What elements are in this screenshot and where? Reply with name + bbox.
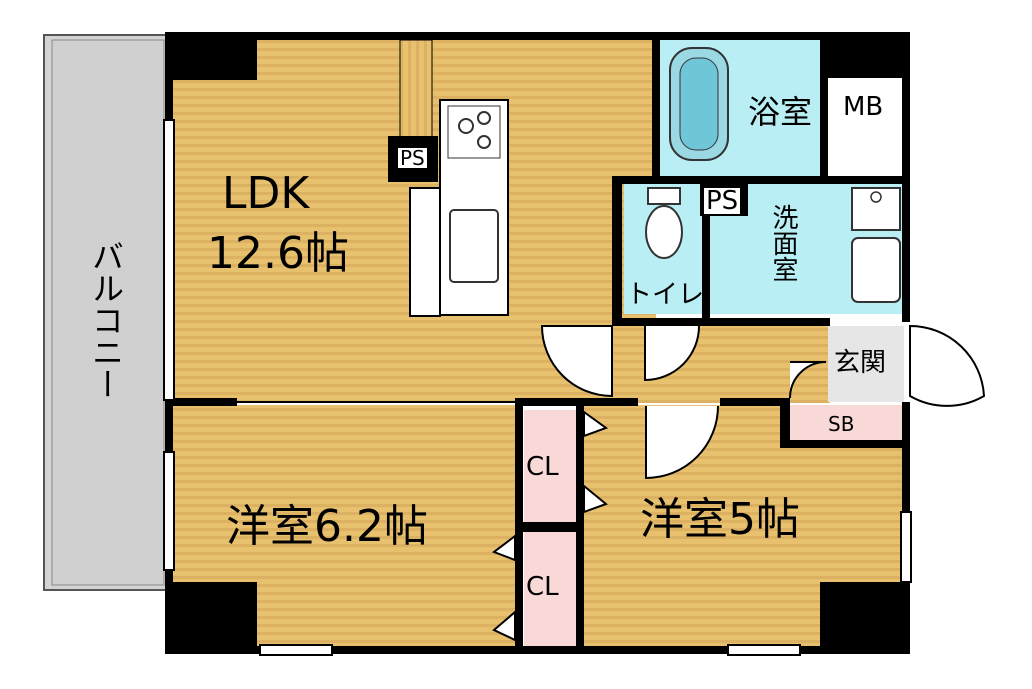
bath-label: 浴室 [748, 93, 813, 131]
washroom-label: 洗面室 [768, 204, 798, 282]
entrance-label: 玄関 [834, 348, 887, 378]
ldk-size-label: 12.6帖 [207, 228, 349, 279]
ps-wash-label: PS [704, 186, 741, 216]
closet-lower-floor [524, 532, 576, 646]
toilet-label: トイレ [626, 280, 705, 310]
entrance-floor [828, 326, 904, 402]
mb-floor [828, 78, 904, 178]
closet-upper-label: CL [526, 452, 559, 482]
closet-lower-label: CL [526, 572, 559, 602]
balcony-label: バルコニー [87, 240, 125, 400]
sb-floor [786, 405, 904, 441]
sb-label: SB [828, 412, 855, 436]
washbasin [851, 237, 901, 303]
toilet-fixture [647, 187, 681, 205]
western-room-2-label: 洋室5帖 [640, 494, 800, 545]
mb-label: MB [843, 92, 884, 122]
ps-kitchen-label: PS [398, 146, 427, 170]
ldk-name-label: LDK [222, 168, 310, 219]
western-room-1-label: 洋室6.2帖 [226, 501, 428, 552]
closet-upper-floor [524, 410, 576, 522]
